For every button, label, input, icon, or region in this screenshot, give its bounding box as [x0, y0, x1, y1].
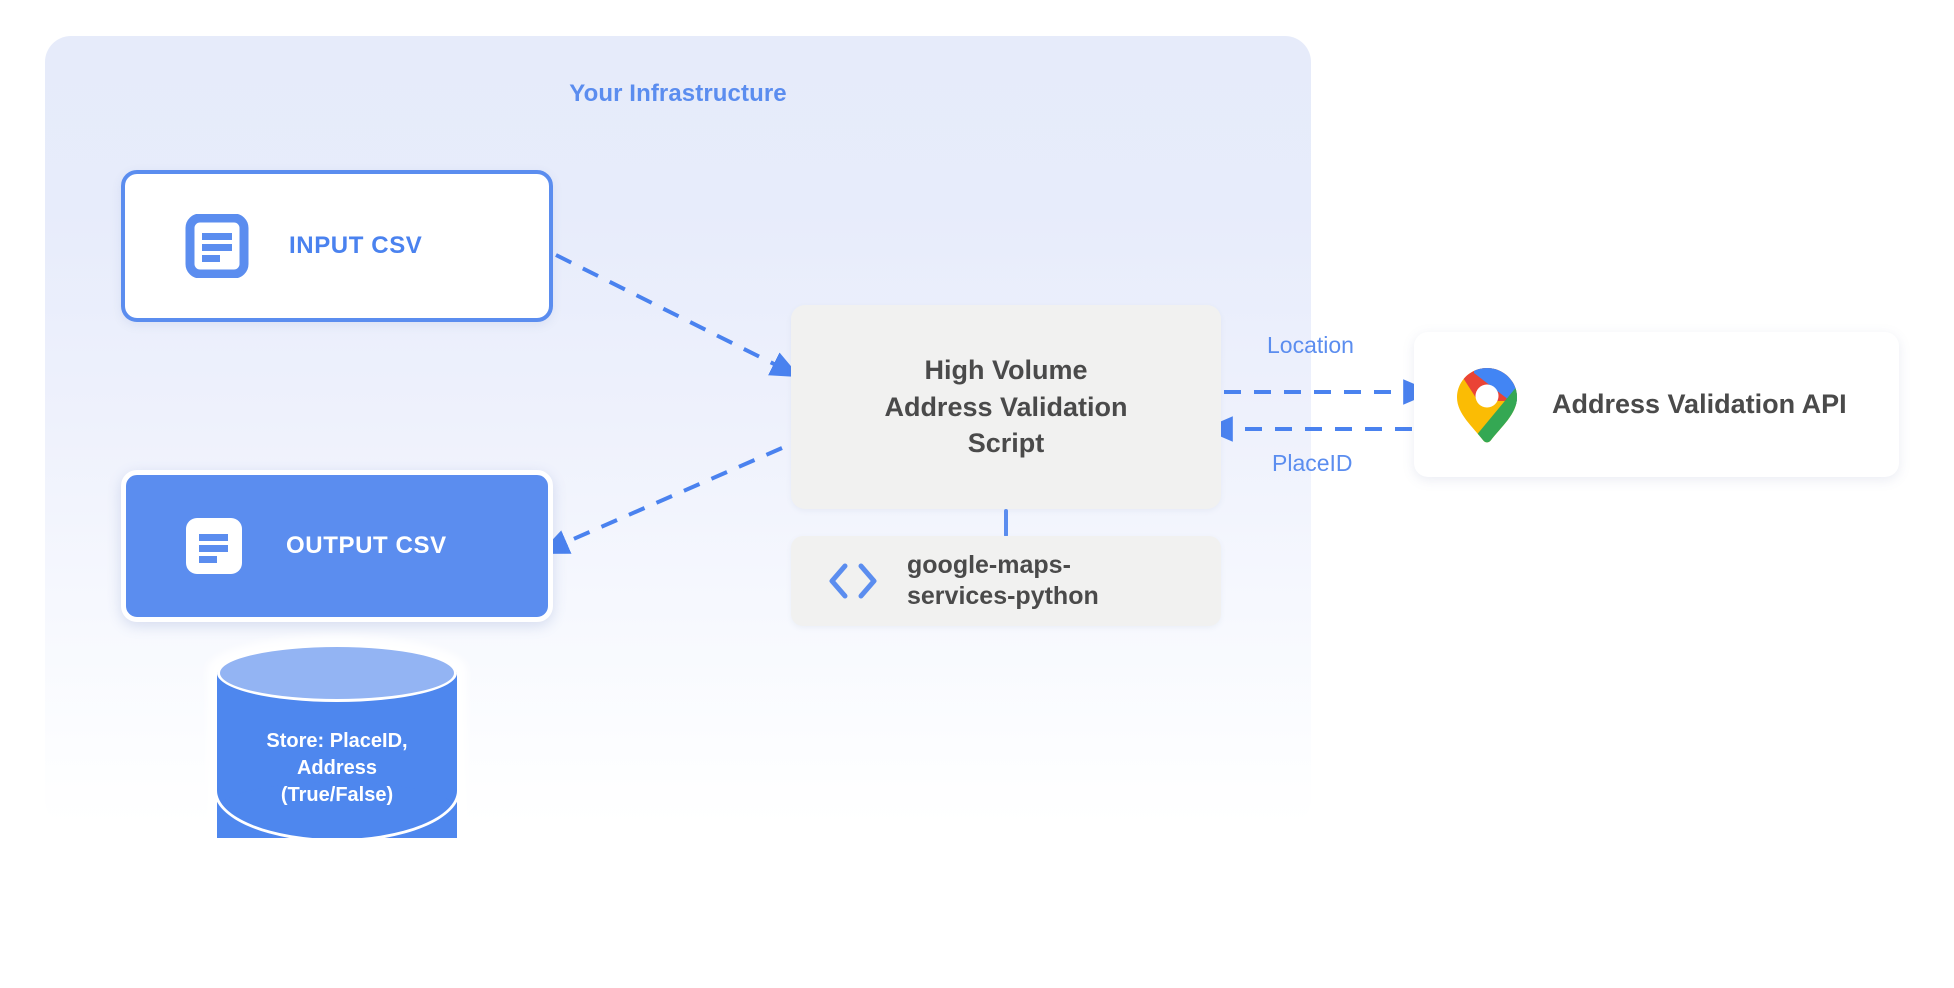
- datastore-line-1: Store: PlaceID,: [266, 730, 408, 752]
- google-maps-pin-icon: [1457, 367, 1517, 442]
- edge-label-placeid: PlaceID: [1272, 450, 1353, 476]
- script-line-3: Script: [967, 428, 1045, 459]
- script-line-1: High Volume: [924, 354, 1088, 385]
- validation-script-title: High Volume Address Validation Script: [884, 352, 1127, 462]
- infrastructure-panel-title: Your Infrastructure: [569, 80, 787, 107]
- cylinder-outline: [214, 670, 460, 842]
- node-validation-script[interactable]: High Volume Address Validation Script: [791, 305, 1221, 509]
- document-icon: [185, 214, 249, 278]
- datastore-line-3: (True/False): [280, 784, 394, 807]
- cylinder-top: [217, 644, 457, 702]
- library-line-1: google-maps-: [907, 550, 1071, 579]
- code-brackets-icon: [829, 563, 877, 599]
- node-datastore-cylinder[interactable]: Store: PlaceID, Address (True/False): [207, 636, 467, 876]
- document-icon: [186, 518, 242, 574]
- node-output-csv-label: OUTPUT CSV: [286, 532, 447, 559]
- address-validation-api-label: Address Validation API: [1552, 389, 1847, 419]
- script-line-2: Address Validation: [884, 391, 1128, 422]
- datastore-text: Store: PlaceID, Address (True/False): [217, 728, 457, 810]
- node-client-library[interactable]: google-maps- services-python: [791, 536, 1221, 626]
- node-address-validation-api[interactable]: Address Validation API: [1414, 332, 1899, 477]
- library-line-2: services-python: [907, 582, 1099, 610]
- node-input-csv-label: INPUT CSV: [289, 232, 423, 259]
- client-library-label: google-maps- services-python: [907, 550, 1099, 613]
- datastore-line-2: Address: [296, 757, 378, 780]
- edge-label-location: Location: [1267, 332, 1354, 358]
- node-input-csv[interactable]: INPUT CSV: [121, 170, 553, 322]
- node-output-csv[interactable]: OUTPUT CSV: [121, 470, 553, 622]
- edge-script-to-library: [1004, 509, 1008, 537]
